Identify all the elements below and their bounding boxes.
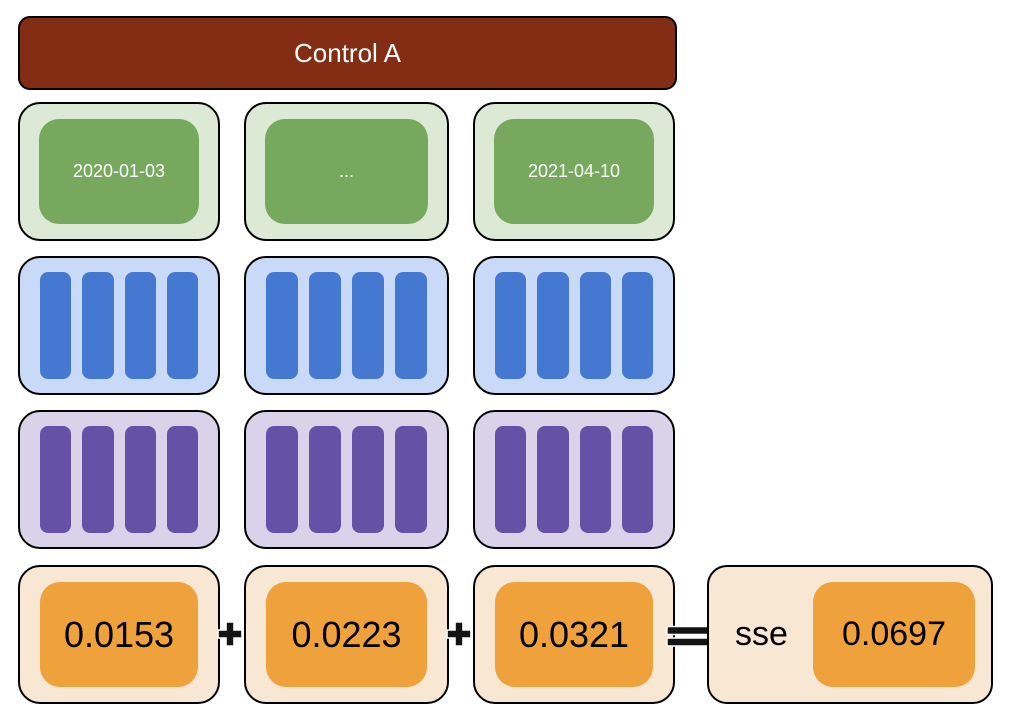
result-box: sse 0.0697: [707, 565, 993, 704]
histogram-bar: [352, 426, 384, 533]
blue-histogram-box: [244, 256, 449, 395]
result-label: sse: [735, 615, 788, 653]
histogram-bar: [124, 272, 156, 379]
histogram-bar: [537, 272, 569, 379]
date-box: 2021-04-10: [473, 102, 675, 241]
date-label: 2020-01-03: [39, 119, 199, 224]
value-box: 0.0321: [473, 565, 675, 704]
histogram-bar: [82, 272, 114, 379]
histogram-bar: [166, 426, 198, 533]
histogram-bar: [537, 426, 569, 533]
date-box-ellipsis: ...: [244, 102, 449, 241]
histogram-bar: [266, 272, 298, 379]
date-label: 2021-04-10: [494, 119, 654, 224]
histogram-bar: [495, 426, 527, 533]
histogram-bar: [309, 272, 341, 379]
value-label: 0.0223: [266, 582, 427, 687]
histogram-bar: [352, 272, 384, 379]
histogram-bar: [395, 272, 427, 379]
histogram-bar: [395, 426, 427, 533]
value-label: 0.0153: [40, 582, 198, 687]
result-value-box: 0.0697: [813, 582, 975, 687]
purple-histogram-box: [473, 410, 675, 549]
value-box: 0.0223: [244, 565, 449, 704]
date-box: 2020-01-03: [18, 102, 220, 241]
histogram-bar: [124, 426, 156, 533]
equals-icon: [666, 625, 712, 647]
histogram-bar: [266, 426, 298, 533]
purple-histogram-box: [18, 410, 220, 549]
control-a-header: Control A: [18, 16, 677, 90]
blue-histogram-box: [18, 256, 220, 395]
value-row: 0.0153 0.0223 0.0321: [18, 565, 675, 704]
histogram-bar: [309, 426, 341, 533]
histogram-bar: [40, 272, 72, 379]
purple-histogram-row: [18, 410, 675, 549]
histogram-bar: [579, 426, 611, 533]
blue-histogram-box: [473, 256, 675, 395]
value-label: 0.0321: [495, 582, 653, 687]
plus-icon: [217, 621, 243, 647]
histogram-bar: [166, 272, 198, 379]
histogram-bar: [82, 426, 114, 533]
histogram-bar: [579, 272, 611, 379]
blue-histogram-row: [18, 256, 675, 395]
date-row: 2020-01-03 ... 2021-04-10: [18, 102, 675, 241]
plus-icon: [446, 621, 472, 647]
histogram-bar: [621, 426, 653, 533]
purple-histogram-box: [244, 410, 449, 549]
header-label: Control A: [294, 37, 401, 68]
date-label: ...: [265, 119, 428, 224]
value-box: 0.0153: [18, 565, 220, 704]
histogram-bar: [621, 272, 653, 379]
result-value: 0.0697: [813, 582, 975, 687]
histogram-bar: [40, 426, 72, 533]
histogram-bar: [495, 272, 527, 379]
